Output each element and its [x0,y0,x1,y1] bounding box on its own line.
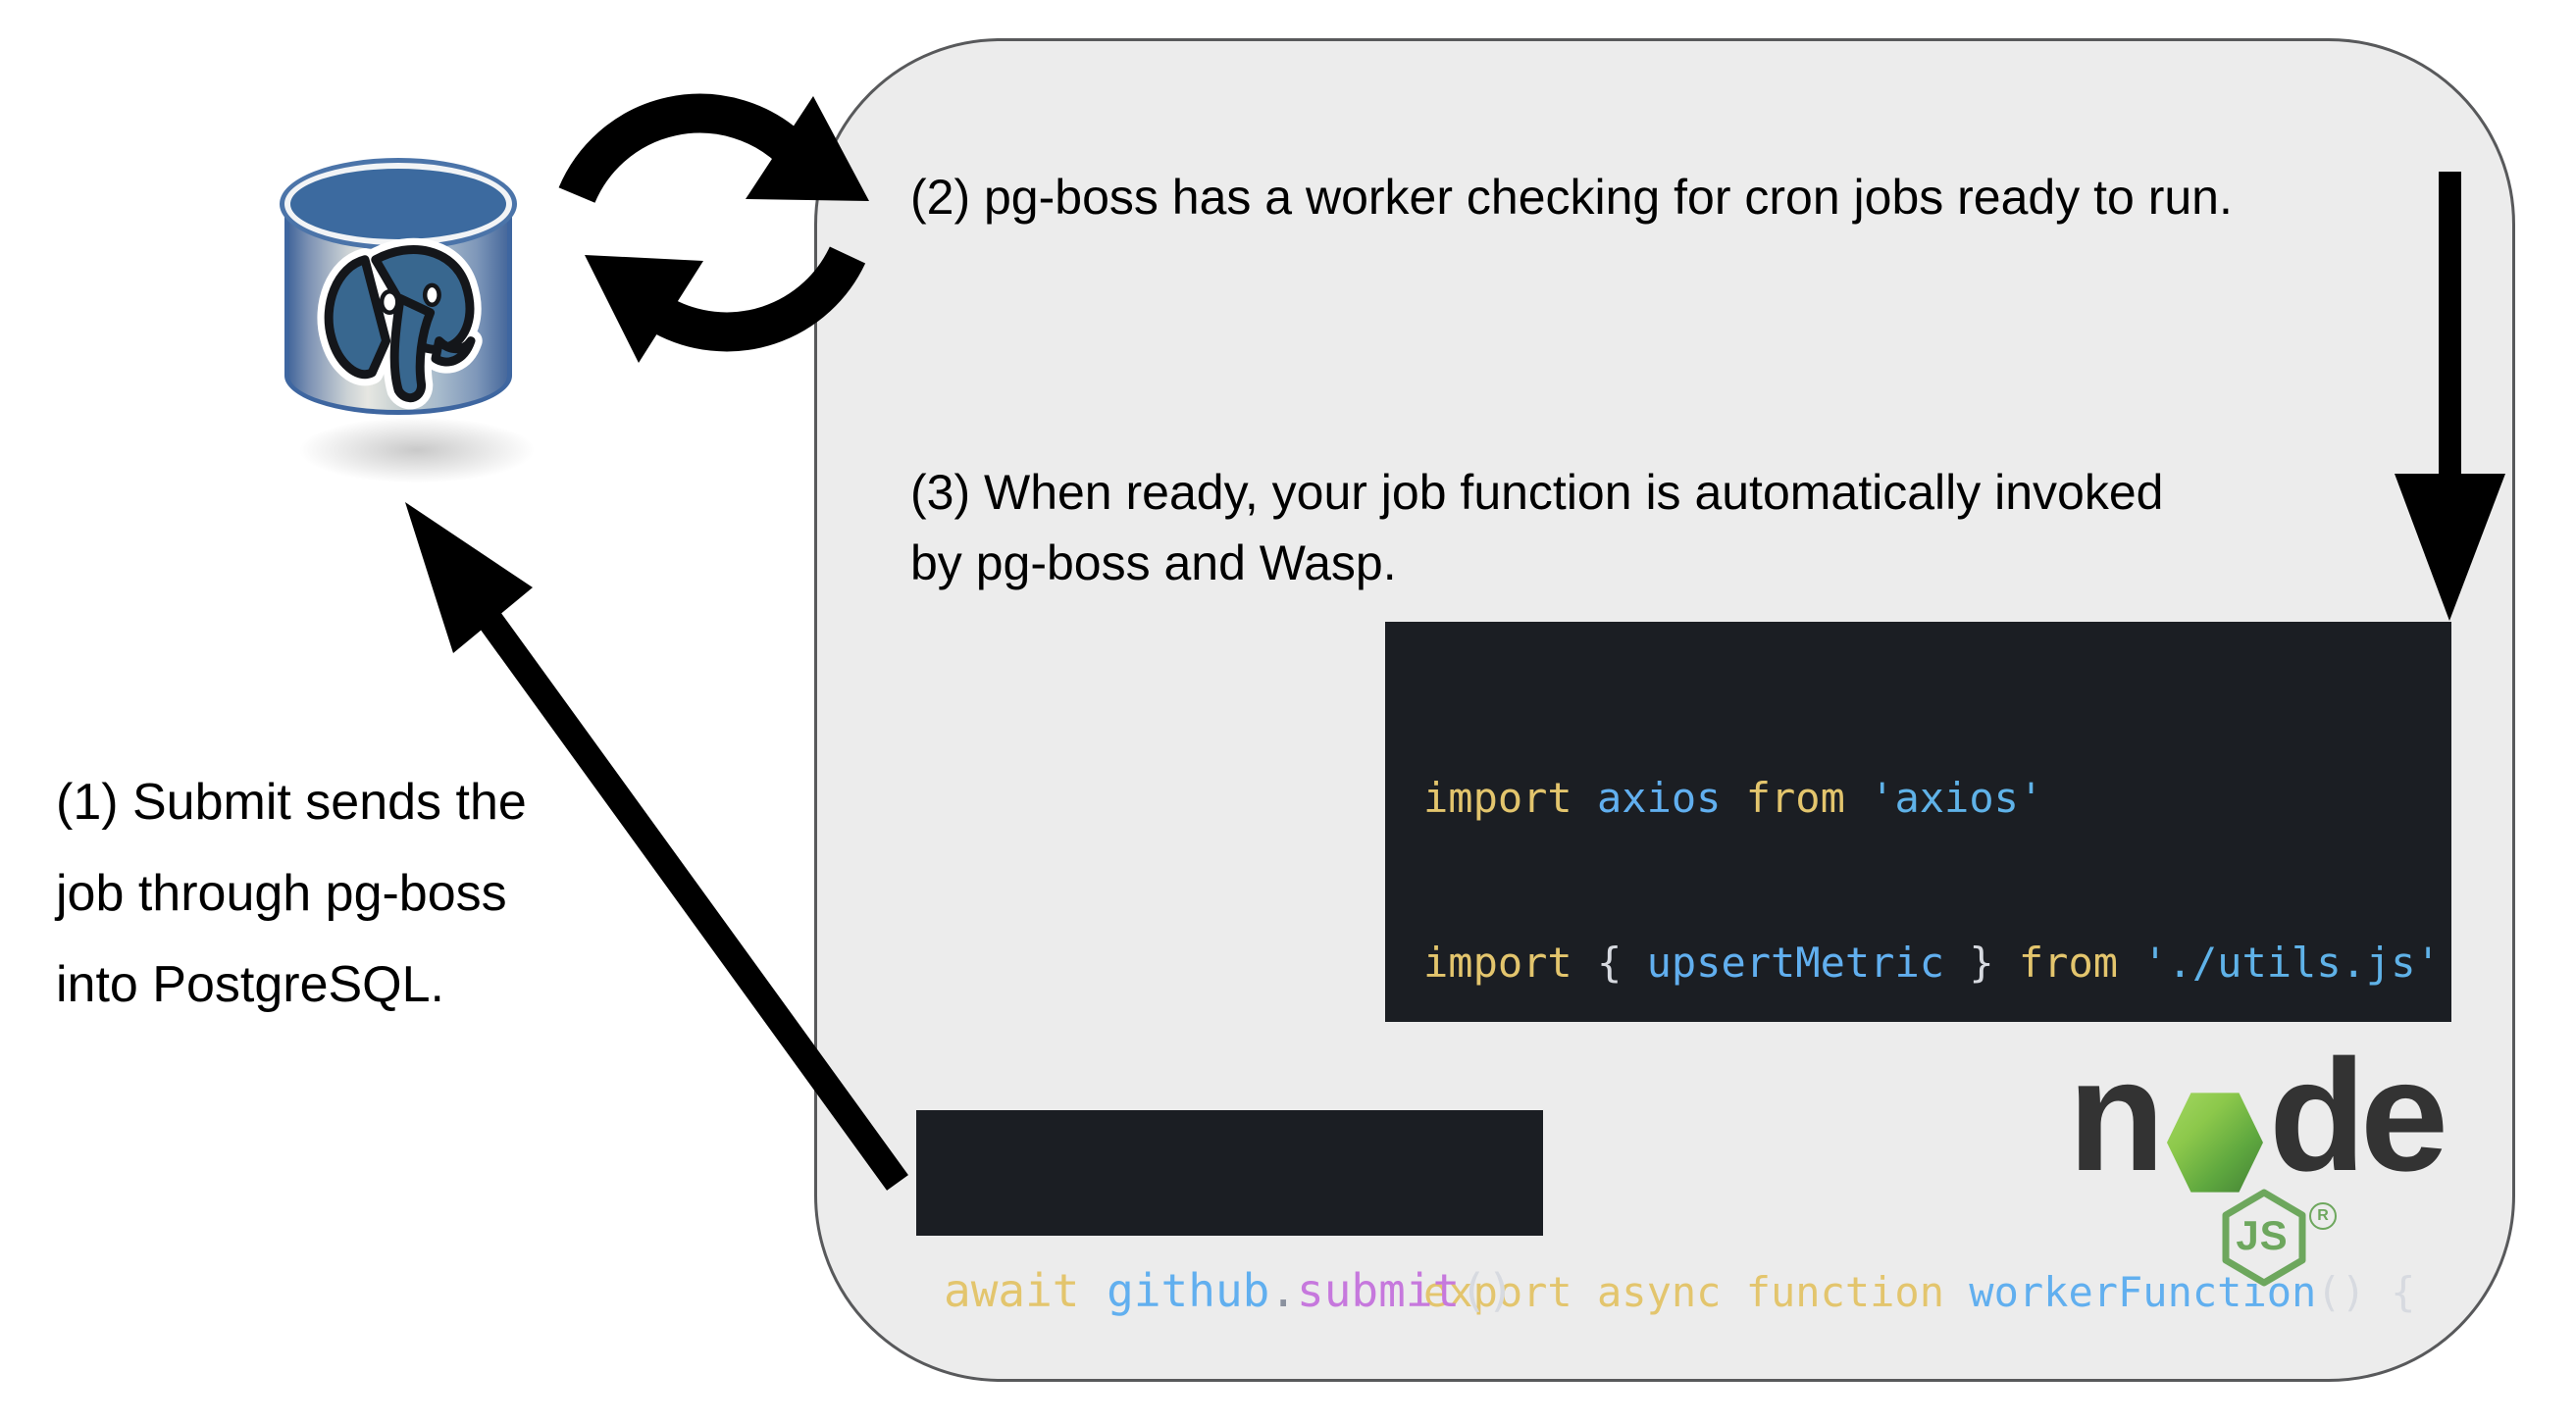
code-token: () { [2316,1268,2416,1316]
nodejs-letter-e: e [2359,1027,2448,1204]
code-token: from [2018,939,2143,987]
code-token: upsertMetric [1646,939,1945,987]
code-token: from [1745,774,1871,822]
code-line: import axios from 'axios' [1423,771,2451,826]
js-badge-label: JS [2236,1212,2289,1258]
postgresql-elephant-icon [317,237,483,410]
step3-line2: by pg-boss and Wasp. [910,535,1397,590]
code-token: export async function [1423,1268,1970,1316]
code-token: submit [1297,1264,1461,1317]
code-token: import [1423,939,1598,987]
code-line: import { upsertMetric } from './utils.js… [1423,936,2451,991]
code-token: github [1107,1264,1270,1317]
step1-label: (1) Submit sends the job through pg-boss… [56,757,527,1031]
code-token: await [944,1264,1108,1317]
step1-line1: (1) Submit sends the [56,774,527,831]
code-token: 'axios' [1870,774,2044,822]
code-token: axios [1597,774,1746,822]
code-token: { [1597,939,1647,987]
nodejs-logo: n d e JS R [2068,1027,2480,1302]
code-token: } [1944,939,2019,987]
code-token: import [1423,774,1598,822]
nodejs-hexagon-icon [2166,1093,2263,1193]
postgresql-icon-shadow [294,416,540,484]
code-token: . [1269,1264,1298,1317]
step1-line3: into PostgreSQL. [56,956,444,1013]
code-line: await github.submit() [944,1261,1543,1320]
registered-trademark-icon: R [2309,1202,2337,1230]
js-hexagon-outline-icon [2222,1189,2306,1287]
step1-line2: job through pg-boss [56,865,507,922]
code-line: export async function workerFunction() { [1423,1265,2451,1320]
worker-code-block: import axios from 'axios' import { upser… [1385,622,2451,1316]
step2-label: (2) pg-boss has a worker checking for cr… [910,170,2233,225]
nodejs-js-badge: JS [2220,1189,2308,1287]
step3-label: (3) When ready, your job function is aut… [910,457,2163,598]
postgresql-icon [284,163,540,484]
step3-line1: (3) When ready, your job function is aut… [910,465,2164,520]
code-token: () [1460,1264,1515,1317]
submit-code-block: await github.submit() [916,1110,1543,1317]
nodejs-letter-d: d [2268,1027,2366,1204]
code-token: './utils.js' [2142,939,2441,987]
nodejs-letter-n: n [2068,1027,2165,1204]
nodejs-wordmark: n d e [2068,1027,2448,1204]
